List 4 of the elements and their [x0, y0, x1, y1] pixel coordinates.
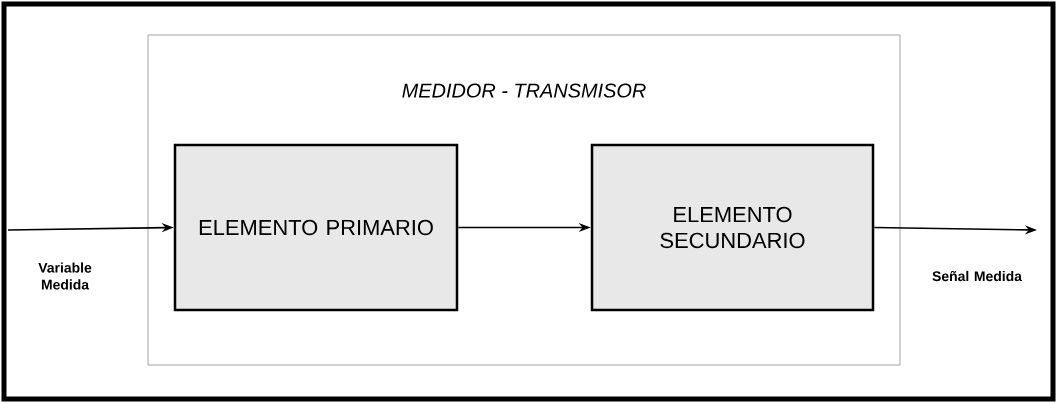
- process-box: ELEMENTO PRIMARIO: [173, 143, 459, 312]
- edge-label: Señal Medida: [932, 270, 1023, 282]
- edge-label: Variable Medida: [38, 262, 92, 290]
- process-box: ELEMENTO SECUNDARIO: [590, 143, 875, 312]
